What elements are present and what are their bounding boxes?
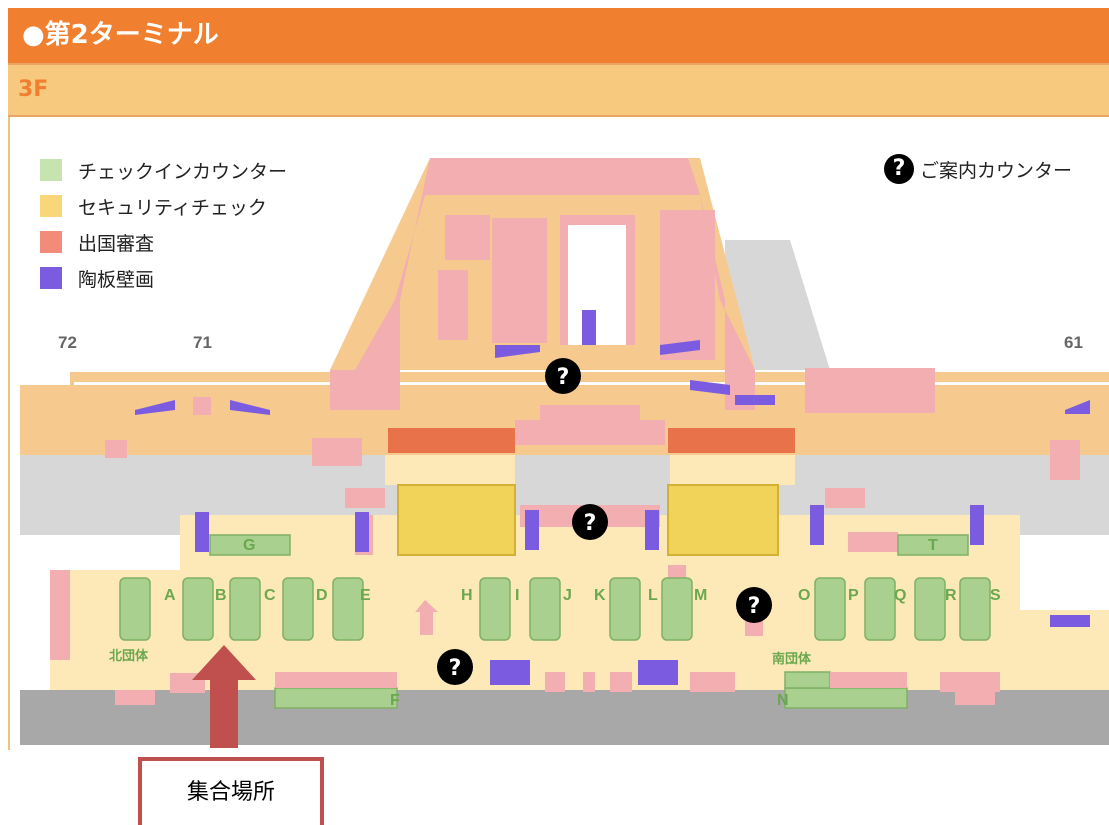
legend-label: 陶板壁画 (78, 268, 155, 291)
counter-h-label: H (461, 587, 473, 604)
counter-p-label: P (848, 587, 859, 604)
floor-label: 3F (18, 77, 49, 102)
counter-o-label: O (798, 587, 810, 604)
svg-text:?: ? (584, 511, 597, 536)
counter-a-label: A (164, 587, 176, 604)
legend-label: 出国審査 (78, 232, 155, 255)
counter-l-label: L (648, 587, 658, 604)
question-mark-icon: ? (884, 154, 914, 184)
counter-d-label: D (316, 587, 328, 604)
counter-q-label: Q (894, 587, 906, 604)
meeting-point-callout: 集合場所 (138, 757, 324, 825)
legend-item-immigration: 出国審査 (40, 224, 287, 260)
meeting-point-label: 集合場所 (186, 780, 275, 805)
counter-m-label: M (694, 587, 707, 604)
security-swatch (40, 195, 62, 217)
south-group-label: 南団体 (772, 651, 812, 667)
floor-bar[interactable]: 3F (8, 63, 1109, 117)
legend-label: チェックインカウンター (78, 160, 288, 183)
info-counter-icon[interactable]: ? (572, 504, 608, 540)
counter-j-label: J (563, 587, 572, 604)
checkin-swatch (40, 159, 62, 181)
gate-61-label: 61 (1064, 333, 1083, 352)
legend-item-security: セキュリティチェック (40, 188, 287, 224)
counter-k-label: K (594, 587, 606, 604)
gate-72-label: 72 (58, 333, 77, 352)
counter-r-label: R (945, 587, 957, 604)
info-legend: ? ご案内カウンター (884, 154, 1072, 184)
counter-b-label: B (215, 587, 227, 604)
svg-text:?: ? (748, 594, 761, 619)
info-counter-icon[interactable]: ? (545, 358, 581, 394)
counter-t-label: T (928, 537, 938, 554)
counter-c-label: C (264, 587, 276, 604)
info-counter-icon[interactable]: ? (437, 649, 473, 685)
terminal-header: ●第2ターミナル (8, 8, 1109, 63)
counter-s-label: S (990, 587, 1001, 604)
legend-label: セキュリティチェック (78, 196, 267, 219)
gate-71-label: 71 (193, 333, 212, 352)
info-legend-label: ご案内カウンター (920, 159, 1073, 182)
legend-item-mural: 陶板壁画 (40, 260, 287, 296)
map-frame (8, 117, 1109, 750)
counter-f-label: F (390, 692, 400, 709)
north-group-label: 北団体 (109, 648, 149, 664)
svg-text:?: ? (557, 365, 570, 390)
legend-item-checkin: チェックインカウンター (40, 152, 287, 188)
counter-n-label: N (777, 692, 789, 709)
counter-e-label: E (360, 587, 371, 604)
counter-g-label: G (243, 537, 255, 554)
immigration-swatch (40, 231, 62, 253)
mural-swatch (40, 267, 62, 289)
info-counter-icon[interactable]: ? (736, 587, 772, 623)
map-legend: チェックインカウンター セキュリティチェック 出国審査 陶板壁画 (40, 152, 287, 296)
terminal-title: ●第2ターミナル (22, 20, 219, 50)
counter-i-label: I (515, 587, 519, 604)
svg-text:?: ? (449, 656, 462, 681)
